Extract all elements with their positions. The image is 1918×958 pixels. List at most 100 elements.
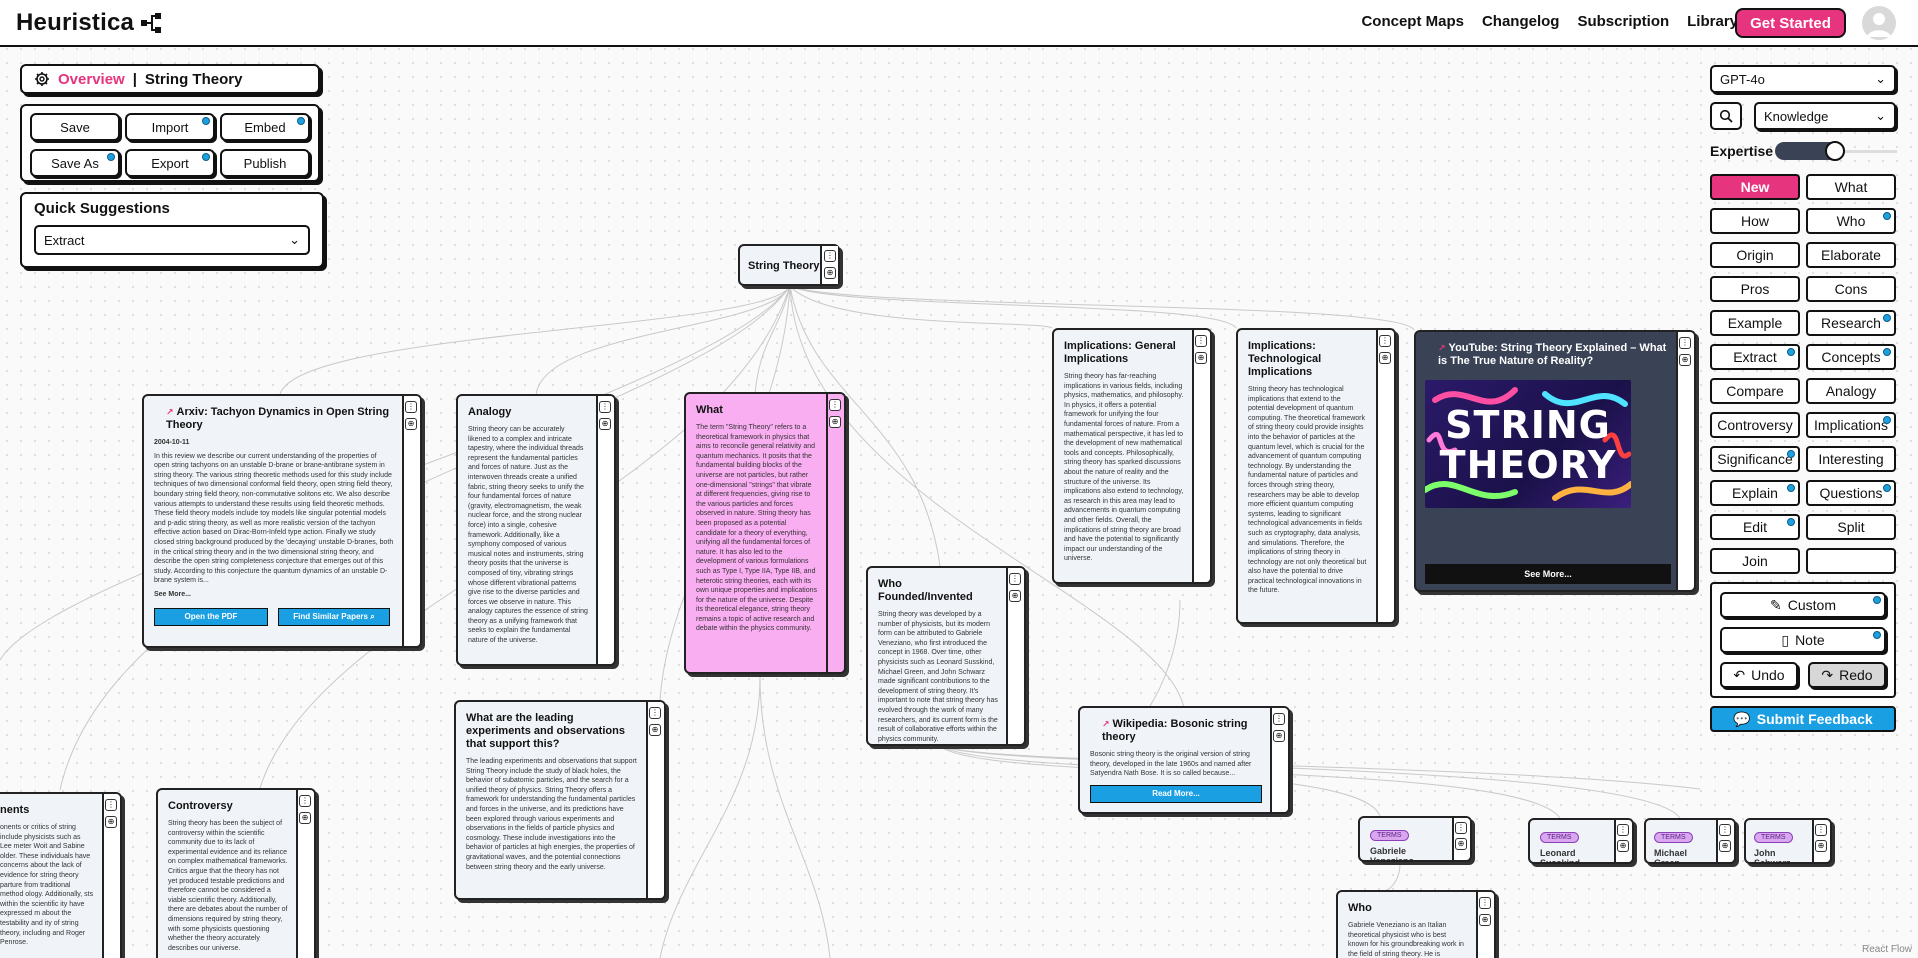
root-node[interactable]: String Theory ⋮ ⊕: [738, 244, 840, 286]
arxiv-node[interactable]: ⋮ ⊕ ↗Arxiv: Tachyon Dynamics in Open Str…: [142, 394, 422, 648]
react-flow-attribution[interactable]: React Flow: [1861, 944, 1912, 955]
more-icon[interactable]: ⋮: [299, 795, 311, 807]
expand-icon[interactable]: ⊕: [1679, 354, 1691, 366]
expertise-slider[interactable]: [1775, 141, 1845, 161]
search-button[interactable]: [1710, 102, 1742, 130]
note-button[interactable]: ▯ Note: [1720, 627, 1886, 653]
nav-changelog[interactable]: Changelog: [1481, 13, 1560, 30]
sidebar-action-analogy[interactable]: Analogy: [1806, 378, 1896, 404]
more-icon[interactable]: ⋮: [1479, 897, 1491, 909]
undo-button[interactable]: ↶ Undo: [1720, 662, 1798, 688]
save-button[interactable]: Save: [30, 113, 120, 141]
external-link-icon[interactable]: ↗: [166, 407, 174, 417]
import-button[interactable]: Import: [125, 113, 215, 141]
overview-link[interactable]: Overview: [58, 70, 125, 88]
external-link-icon[interactable]: ↗: [1102, 719, 1110, 729]
sidebar-action-implications[interactable]: Implications: [1806, 412, 1896, 438]
more-icon[interactable]: ⋮: [1679, 337, 1691, 349]
expand-icon[interactable]: ⊕: [1617, 840, 1629, 852]
more-icon[interactable]: ⋮: [105, 799, 117, 811]
expand-icon[interactable]: ⊕: [1719, 840, 1731, 852]
sidebar-action-questions[interactable]: Questions: [1806, 480, 1896, 506]
model-select[interactable]: GPT-4o ⌄: [1710, 65, 1896, 93]
sidebar-action-elaborate[interactable]: Elaborate: [1806, 242, 1896, 268]
nav-library[interactable]: Library: [1687, 13, 1738, 30]
sidebar-action-interesting[interactable]: Interesting: [1806, 446, 1896, 472]
expand-icon[interactable]: ⊕: [649, 724, 661, 736]
expand-icon[interactable]: ⊕: [105, 816, 117, 828]
sidebar-action-controversy[interactable]: Controversy: [1710, 412, 1800, 438]
youtube-node[interactable]: ⋮ ⊕ ↗YouTube: String Theory Explained – …: [1414, 330, 1696, 592]
sidebar-action-how[interactable]: How: [1710, 208, 1800, 234]
sidebar-action-significance[interactable]: Significance: [1710, 446, 1800, 472]
more-icon[interactable]: ⋮: [1815, 824, 1827, 836]
embed-button[interactable]: Embed: [220, 113, 310, 141]
expand-icon[interactable]: ⊕: [824, 267, 836, 279]
quick-suggestions-select[interactable]: Extract ⌄: [34, 225, 310, 255]
opponents-node[interactable]: ⋮ ⊕ nents onents or critics of string in…: [0, 792, 122, 958]
read-more-button[interactable]: Read More...: [1090, 784, 1262, 803]
analogy-node[interactable]: ⋮ ⊕ Analogy String theory can be accurat…: [456, 394, 616, 666]
publish-button[interactable]: Publish: [220, 149, 310, 177]
sidebar-action-split[interactable]: Split: [1806, 514, 1896, 540]
expand-icon[interactable]: ⊕: [1009, 590, 1021, 602]
sidebar-action-edit[interactable]: Edit: [1710, 514, 1800, 540]
open-pdf-button[interactable]: Open the PDF: [154, 607, 268, 626]
external-link-icon[interactable]: ↗: [1438, 343, 1446, 353]
who-founded-node[interactable]: ⋮ ⊕ Who Founded/Invented String theory w…: [866, 566, 1026, 746]
expand-icon[interactable]: ⊕: [1815, 840, 1827, 852]
more-icon[interactable]: ⋮: [1273, 713, 1285, 725]
export-button[interactable]: Export: [125, 149, 215, 177]
wikipedia-node[interactable]: ⋮ ⊕ ↗Wikipedia: Bosonic string theory Bo…: [1078, 706, 1290, 814]
find-similar-papers-button[interactable]: Find Similar Papers ⌕: [278, 607, 390, 626]
sidebar-action-empty[interactable]: [1806, 548, 1896, 574]
sidebar-action-join[interactable]: Join: [1710, 548, 1800, 574]
sidebar-action-new[interactable]: New: [1710, 174, 1800, 200]
video-thumbnail[interactable]: STRING THEORY: [1425, 380, 1631, 508]
more-icon[interactable]: ⋮: [829, 399, 841, 411]
what-node[interactable]: ⋮ ⊕ What The term "String Theory" refers…: [684, 392, 846, 674]
sidebar-action-origin[interactable]: Origin: [1710, 242, 1800, 268]
implications-technological-node[interactable]: ⋮ ⊕ Implications: Technological Implicat…: [1236, 328, 1396, 624]
expand-icon[interactable]: ⊕: [405, 418, 417, 430]
expand-icon[interactable]: ⊕: [1195, 352, 1207, 364]
brand-logo[interactable]: Heuristica: [16, 9, 162, 37]
more-icon[interactable]: ⋮: [824, 250, 836, 262]
mode-select[interactable]: Knowledge ⌄: [1754, 102, 1896, 130]
expand-icon[interactable]: ⊕: [299, 812, 311, 824]
slider-knob[interactable]: [1825, 141, 1845, 161]
more-icon[interactable]: ⋮: [1617, 824, 1629, 836]
nav-subscription[interactable]: Subscription: [1577, 13, 1670, 30]
controversy-node[interactable]: ⋮ ⊕ Controversy String theory has been t…: [156, 788, 316, 958]
who-node[interactable]: ⋮ ⊕ Who Gabriele Veneziano is an Italian…: [1336, 890, 1496, 958]
more-icon[interactable]: ⋮: [1455, 822, 1467, 834]
sidebar-action-extract[interactable]: Extract: [1710, 344, 1800, 370]
sidebar-action-example[interactable]: Example: [1710, 310, 1800, 336]
more-icon[interactable]: ⋮: [599, 401, 611, 413]
sidebar-action-pros[interactable]: Pros: [1710, 276, 1800, 302]
submit-feedback-button[interactable]: 💬 Submit Feedback: [1710, 706, 1896, 732]
get-started-button[interactable]: Get Started: [1735, 8, 1846, 38]
nav-concept-maps[interactable]: Concept Maps: [1361, 13, 1464, 30]
sidebar-action-cons[interactable]: Cons: [1806, 276, 1896, 302]
expand-icon[interactable]: ⊕: [1273, 730, 1285, 742]
expand-icon[interactable]: ⊕: [1479, 914, 1491, 926]
more-icon[interactable]: ⋮: [405, 401, 417, 413]
redo-button[interactable]: ↷ Redo: [1808, 662, 1886, 688]
more-icon[interactable]: ⋮: [1379, 335, 1391, 347]
sidebar-action-compare[interactable]: Compare: [1710, 378, 1800, 404]
experiments-node[interactable]: ⋮ ⊕ What are the leading experiments and…: [454, 700, 666, 900]
expand-icon[interactable]: ⊕: [1455, 838, 1467, 850]
sidebar-action-research[interactable]: Research: [1806, 310, 1896, 336]
more-icon[interactable]: ⋮: [1719, 824, 1731, 836]
custom-button[interactable]: ✎ Custom: [1720, 592, 1886, 618]
sidebar-action-what[interactable]: What: [1806, 174, 1896, 200]
sidebar-action-concepts[interactable]: Concepts: [1806, 344, 1896, 370]
more-icon[interactable]: ⋮: [649, 707, 661, 719]
expand-icon[interactable]: ⊕: [599, 418, 611, 430]
save-as-button[interactable]: Save As: [30, 149, 120, 177]
avatar[interactable]: [1862, 6, 1896, 40]
